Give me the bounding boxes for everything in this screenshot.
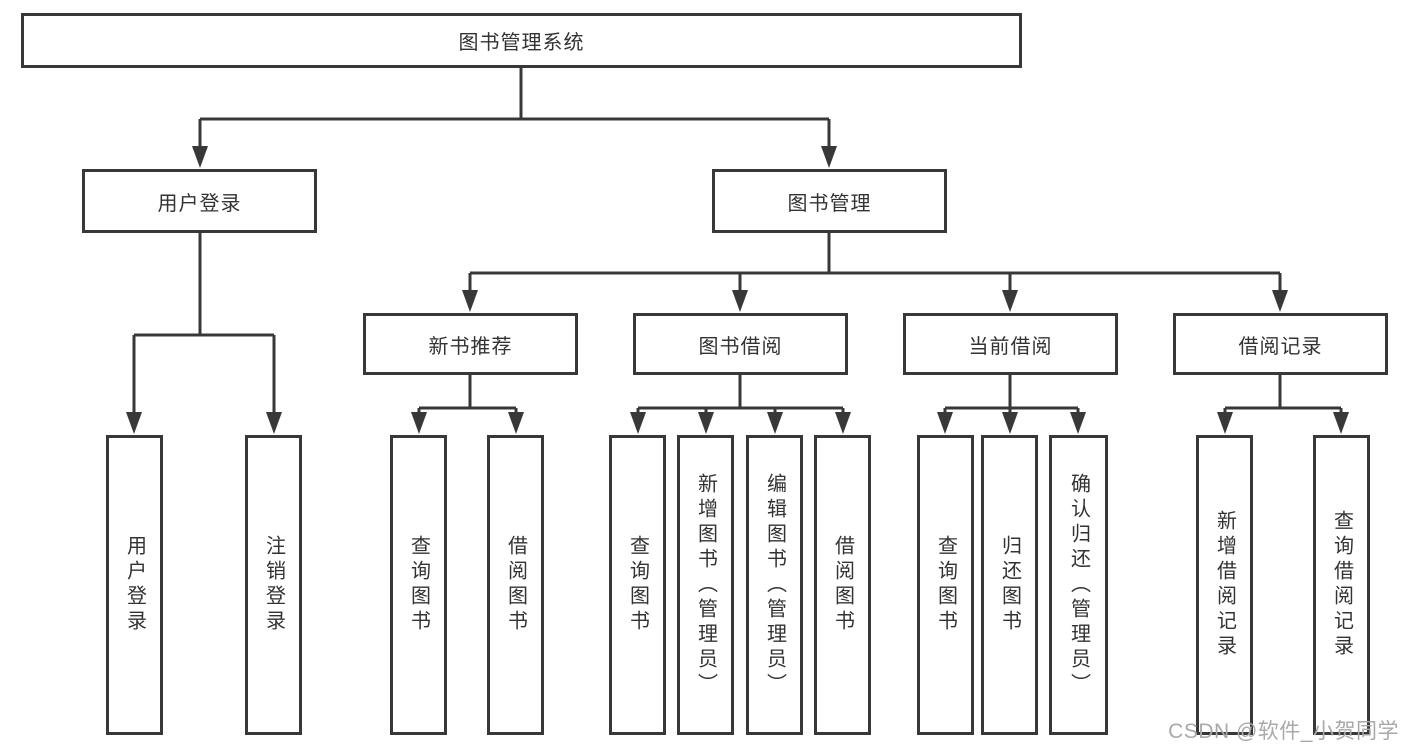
arrowheads [126, 146, 1349, 434]
connector-root [198, 68, 831, 148]
leaf-return-books: 归还图书 [981, 435, 1038, 735]
leaf-recommend-borrow-books-label: 借阅图书 [504, 535, 527, 635]
leaf-borrow-query-books: 查询图书 [609, 435, 666, 735]
connector-book-mgmt [468, 233, 1282, 292]
leaf-user-login: 用户登录 [106, 435, 163, 735]
node-borrow-records-label: 借阅记录 [1238, 335, 1323, 358]
node-book-borrow-label: 图书借阅 [698, 335, 783, 358]
leaf-confirm-return-admin: 确认归还（管理员） [1049, 435, 1108, 735]
leaf-borrow-books-label: 借阅图书 [831, 535, 854, 635]
leaf-logout: 注销登录 [245, 435, 302, 735]
leaf-current-query-books: 查询图书 [917, 435, 974, 735]
leaf-recommend-borrow-books: 借阅图书 [487, 435, 544, 735]
leaf-return-books-label: 归还图书 [998, 535, 1021, 635]
leaf-user-login-label: 用户登录 [123, 535, 146, 635]
node-user-login-label: 用户登录 [157, 192, 242, 215]
node-root-label: 图书管理系统 [458, 32, 585, 54]
node-new-book-recommend-label: 新书推荐 [428, 335, 513, 358]
connector-borrow-records [1223, 375, 1343, 414]
node-root: 图书管理系统 [21, 13, 1022, 68]
node-book-borrow: 图书借阅 [633, 313, 848, 375]
leaf-borrow-query-books-label: 查询图书 [626, 535, 649, 635]
leaf-recommend-query-books-label: 查询图书 [407, 535, 430, 635]
node-user-login: 用户登录 [82, 169, 317, 233]
leaf-add-books-admin-label: 新增图书（管理员） [694, 472, 717, 698]
node-current-borrow: 当前借阅 [903, 313, 1118, 375]
leaf-borrow-books: 借阅图书 [814, 435, 871, 735]
leaf-add-borrow-record: 新增借阅记录 [1196, 435, 1253, 735]
leaf-add-borrow-record-label: 新增借阅记录 [1213, 510, 1236, 660]
csdn-watermark: CSDN @软件_小贺同学 [1168, 720, 1399, 743]
leaf-logout-label: 注销登录 [262, 535, 285, 635]
leaf-current-query-books-label: 查询图书 [934, 535, 957, 635]
leaf-add-books-admin: 新增图书（管理员） [677, 435, 734, 735]
leaf-query-borrow-record: 查询借阅记录 [1313, 435, 1370, 735]
connector-current-borrow [943, 375, 1080, 414]
leaf-edit-books-admin-label: 编辑图书（管理员） [763, 472, 786, 698]
node-book-mgmt: 图书管理 [712, 169, 947, 233]
leaf-edit-books-admin: 编辑图书（管理员） [746, 435, 803, 735]
node-new-book-recommend: 新书推荐 [363, 313, 578, 375]
node-current-borrow-label: 当前借阅 [968, 335, 1053, 358]
leaf-confirm-return-admin-label: 确认归还（管理员） [1067, 472, 1090, 698]
connector-strokes [132, 68, 1343, 414]
node-book-mgmt-label: 图书管理 [787, 192, 872, 215]
connector-book-borrow [636, 375, 845, 414]
node-borrow-records: 借阅记录 [1173, 313, 1388, 375]
leaf-query-borrow-record-label: 查询借阅记录 [1330, 510, 1353, 660]
connector-new-book [417, 375, 518, 414]
leaf-recommend-query-books: 查询图书 [390, 435, 447, 735]
connector-user-login [132, 233, 276, 414]
